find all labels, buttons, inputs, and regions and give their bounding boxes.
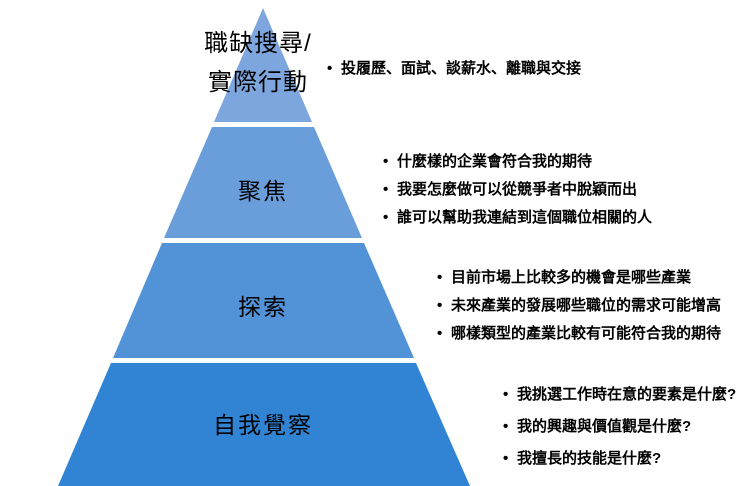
level-4-bullets: 我挑選工作時在意的要素是什麼? 我的興趣與價值觀是什麼? 我擅長的技能是什麼?	[503, 379, 736, 475]
bullet-item: 投履歷、面試、談薪水、離職與交接	[327, 57, 581, 81]
bullet-item: 我挑選工作時在意的要素是什麼?	[503, 379, 736, 411]
pyramid-level-1-shape	[214, 8, 312, 122]
bullet-item: 未來產業的發展哪些職位的需求可能增高	[437, 292, 721, 320]
level-3-bullets: 目前市場上比較多的機會是哪些產業 未來產業的發展哪些職位的需求可能增高 哪樣類型…	[437, 264, 721, 348]
pyramid-level-3-shape	[113, 243, 414, 358]
level-4-label: 自我覺察	[213, 412, 313, 438]
level-1-label: 職缺搜尋/ 實際行動	[168, 24, 348, 102]
level-3-label: 探索	[238, 294, 288, 320]
level-2-bullets: 什麼樣的企業會符合我的期待 我要怎麼做可以從競爭者中脫穎而出 誰可以幫助我連結到…	[383, 148, 652, 232]
bullet-item: 我擅長的技能是什麼?	[503, 443, 736, 475]
level-1-label-line-2: 實際行動	[208, 69, 308, 96]
bullet-item: 什麼樣的企業會符合我的期待	[383, 148, 652, 176]
level-1-bullets: 投履歷、面試、談薪水、離職與交接	[327, 57, 581, 81]
bullet-item: 目前市場上比較多的機會是哪些產業	[437, 264, 721, 292]
level-2-label: 聚焦	[238, 178, 288, 204]
pyramid-level-4-shape	[58, 363, 470, 486]
bullet-item: 哪樣類型的產業比較有可能符合我的期待	[437, 320, 721, 348]
bullet-item: 我的興趣與價值觀是什麼?	[503, 411, 736, 443]
pyramid-level-2-shape	[164, 127, 362, 238]
bullet-item: 誰可以幫助我連結到這個職位相關的人	[383, 204, 652, 232]
level-1-label-line-1: 職缺搜尋/	[204, 30, 312, 57]
bullet-item: 我要怎麼做可以從競爭者中脫穎而出	[383, 176, 652, 204]
